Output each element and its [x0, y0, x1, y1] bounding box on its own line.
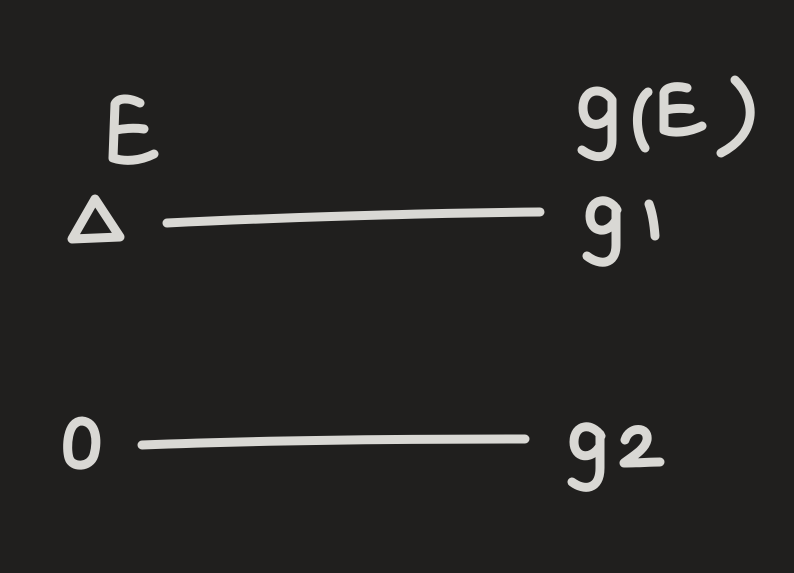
- g1-label: [582, 196, 622, 267]
- lower-energy-level: [63, 416, 665, 492]
- degeneracy-header: [577, 75, 755, 161]
- upper-level-line: [162, 207, 545, 228]
- upper-energy-level: [67, 194, 660, 267]
- g2-label: [567, 422, 606, 492]
- zero-symbol: [63, 416, 101, 470]
- lower-level-line: [137, 434, 530, 450]
- energy-axis-label: [108, 94, 159, 165]
- delta-symbol: [67, 194, 125, 244]
